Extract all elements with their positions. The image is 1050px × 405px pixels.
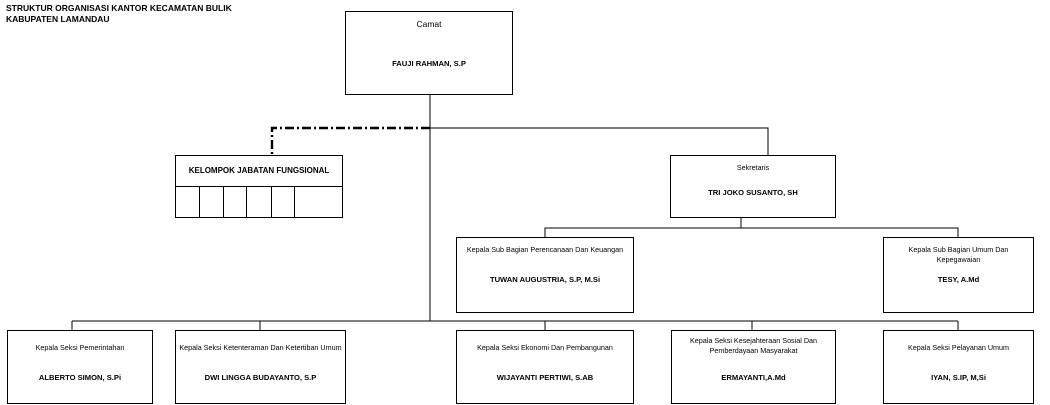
fungsional-cell (293, 186, 343, 218)
fungsional-box: KELOMPOK JABATAN FUNGSIONAL (175, 155, 343, 218)
fungsional-cell (198, 186, 224, 218)
seksi-ketenteraman-box: Kepala Seksi Ketenteraman Dan Ketertiban… (175, 330, 346, 404)
fungsional-coordination-line (270, 126, 430, 155)
camat-box: Camat FAUJI RAHMAN, S.P (345, 11, 513, 95)
fungsional-grid (175, 186, 343, 218)
seksi-ekonomi-box: Kepala Seksi Ekonomi Dan Pembangunan WIJ… (456, 330, 634, 404)
fungsional-cell (270, 186, 294, 218)
seksi-name: IYAN, S.IP, M,Si (931, 373, 986, 382)
sekretaris-name: TRI JOKO SUSANTO, SH (708, 188, 798, 197)
seksi-name: DWI LINGGA BUDAYANTO, S.P (204, 373, 317, 382)
seksi-role: Kepala Seksi Ekonomi Dan Pembangunan (477, 343, 613, 352)
camat-role: Camat (416, 19, 442, 29)
chart-title-line1: STRUKTUR ORGANISASI KANTOR KECAMATAN BUL… (6, 3, 232, 13)
fungsional-cell (223, 186, 247, 218)
subbagian-perencanaan-box: Kepala Sub Bagian Perencanaan Dan Keuang… (456, 237, 634, 313)
subbagian-umum-box: Kepala Sub Bagian Umum Dan Kepegawaian T… (883, 237, 1034, 313)
seksi-name: ERMAYANTI,A.Md (721, 373, 786, 382)
seksi-role: Kepala Seksi Ketenteraman Dan Ketertiban… (179, 343, 342, 352)
subbagian-bus-line (544, 227, 959, 237)
seksi-role: Kepala Seksi Pelayanan Umum (907, 343, 1010, 352)
chart-title-line2: KABUPATEN LAMANDAU (6, 14, 110, 24)
seksi-name: ALBERTO SIMON, S.Pi (38, 373, 122, 382)
subbagian-role: Kepala Sub Bagian Umum Dan Kepegawaian (908, 245, 1009, 264)
subbagian-role: Kepala Sub Bagian Perencanaan Dan Keuang… (466, 245, 624, 254)
subbagian-name: TUWAN AUGUSTRIA, S.P, M.Si (489, 275, 601, 284)
subbagian-name: TESY, A.Md (937, 275, 980, 284)
sekretaris-box: Sekretaris TRI JOKO SUSANTO, SH (670, 155, 836, 218)
seksi-role: Kepala Seksi Pemerintahan (35, 343, 125, 352)
seksi-kesejahteraan-box: Kepala Seksi Kesejahteraan Sosial Dan Pe… (671, 330, 836, 404)
sekretaris-connector (430, 127, 769, 155)
fungsional-title: KELOMPOK JABATAN FUNGSIONAL (188, 166, 330, 175)
fungsional-cell (175, 186, 199, 218)
sekretaris-role: Sekretaris (736, 163, 770, 172)
fungsional-cell (246, 186, 271, 218)
seksi-name: WIJAYANTI PERTIWI, S.AB (496, 373, 594, 382)
seksi-pelayanan-box: Kepala Seksi Pelayanan Umum IYAN, S.IP, … (883, 330, 1034, 404)
chart-title: STRUKTUR ORGANISASI KANTOR KECAMATAN BUL… (6, 3, 232, 25)
camat-name: FAUJI RAHMAN, S.P (392, 59, 466, 68)
seksi-role: Kepala Seksi Kesejahteraan Sosial Dan Pe… (689, 336, 818, 355)
seksi-pemerintahan-box: Kepala Seksi Pemerintahan ALBERTO SIMON,… (7, 330, 153, 404)
